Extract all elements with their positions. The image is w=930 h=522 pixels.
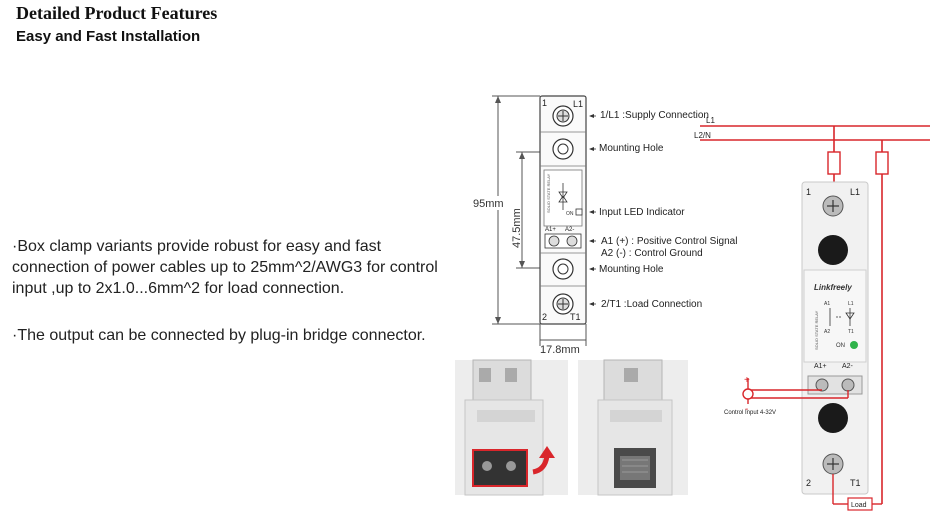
screw-icon bbox=[815, 378, 829, 392]
control-screws-icon bbox=[544, 233, 582, 249]
control-source-icon bbox=[742, 388, 754, 400]
relay-num-top: 1 bbox=[806, 187, 811, 197]
mounting-hole-icon bbox=[552, 258, 574, 280]
feature-bullet-box-clamp: ·Box clamp variants provide robust for e… bbox=[12, 238, 438, 297]
line-l2n-label: L2/N bbox=[694, 131, 711, 140]
screw-icon bbox=[822, 453, 844, 475]
callout-a2: A2 (-) : Control Ground bbox=[601, 248, 703, 259]
triac-symbol-icon bbox=[558, 183, 568, 210]
led-indicator-icon bbox=[575, 208, 583, 216]
brand-logo: Linkfreely bbox=[814, 283, 852, 292]
panel-a2-label: A2- bbox=[565, 227, 574, 233]
svg-text:L1: L1 bbox=[848, 301, 854, 307]
term-bottom-label: T1 bbox=[570, 312, 581, 322]
dim-height-label: 95mm bbox=[473, 198, 504, 210]
section-subtitle: Easy and Fast Installation bbox=[16, 28, 201, 45]
bridge-connector-photo bbox=[578, 359, 688, 496]
control-plus: + bbox=[744, 375, 750, 386]
fuse-icon bbox=[875, 151, 889, 175]
led-indicator-icon bbox=[850, 341, 858, 349]
control-minus: - bbox=[745, 404, 748, 415]
dim-mid-label: 47.5mm bbox=[511, 208, 523, 248]
relay-l1-label: L1 bbox=[850, 187, 860, 197]
relay-a1-label: A1+ bbox=[814, 363, 827, 370]
mounting-hole-icon bbox=[818, 235, 848, 265]
relay-on-label: ON bbox=[836, 343, 845, 349]
relay-num-bottom: 2 bbox=[806, 478, 811, 488]
mounting-hole-icon bbox=[552, 138, 574, 160]
screw-icon bbox=[841, 378, 855, 392]
relay-side-text: SOLID STATE RELAY bbox=[814, 310, 819, 350]
term-top-label: L1 bbox=[573, 99, 583, 109]
svg-text:SOLID STATE RELAY: SOLID STATE RELAY bbox=[546, 173, 551, 213]
callout-supply: 1/L1 :Supply Connection bbox=[600, 110, 709, 121]
load-box bbox=[847, 497, 873, 511]
term-bottom-number: 2 bbox=[542, 312, 547, 322]
relay-t1-label: T1 bbox=[850, 478, 861, 488]
panel-a1-label: A1+ bbox=[545, 227, 556, 233]
relay-a2-label: A2- bbox=[842, 363, 854, 370]
line-l1-label: L1 bbox=[706, 116, 715, 125]
dim-width-label: 17.8mm bbox=[540, 344, 580, 356]
svg-text:A2: A2 bbox=[824, 329, 830, 335]
svg-text:A1: A1 bbox=[824, 301, 830, 307]
callout-led: Input LED Indicator bbox=[599, 207, 685, 218]
callout-a1: A1 (+) : Positive Control Signal bbox=[601, 236, 737, 247]
box-clamp-photo bbox=[455, 359, 568, 496]
feature-bullet-bridge-connector: ·The output can be connected by plug-in … bbox=[12, 327, 426, 344]
wiring-diagram: L1 L2/N 1 L1 Linkfreely SOLID STATE RELA… bbox=[694, 116, 930, 511]
term-top-number: 1 bbox=[542, 98, 547, 108]
callout-load: 2/T1 :Load Connection bbox=[601, 299, 702, 310]
load-label: Load bbox=[851, 502, 867, 509]
panel-on-label: ON bbox=[566, 211, 574, 217]
callout-mounting-hole-top: Mounting Hole bbox=[599, 143, 664, 154]
mounting-hole-icon bbox=[818, 403, 848, 433]
dimension-drawing: 95mm 47.5mm 17.8mm 1 L1 SOLID STATE RELA… bbox=[472, 95, 737, 356]
fuse-icon bbox=[827, 151, 841, 175]
control-input-label: Control Input 4-32V bbox=[724, 410, 776, 416]
svg-text:T1: T1 bbox=[848, 329, 854, 335]
screw-icon bbox=[822, 195, 844, 217]
triac-symbol-icon bbox=[829, 308, 855, 326]
screw-icon bbox=[552, 105, 574, 127]
page-title: Detailed Product Features bbox=[16, 3, 218, 23]
screw-icon bbox=[552, 293, 574, 315]
callout-mounting-hole-bottom: Mounting Hole bbox=[599, 264, 664, 275]
